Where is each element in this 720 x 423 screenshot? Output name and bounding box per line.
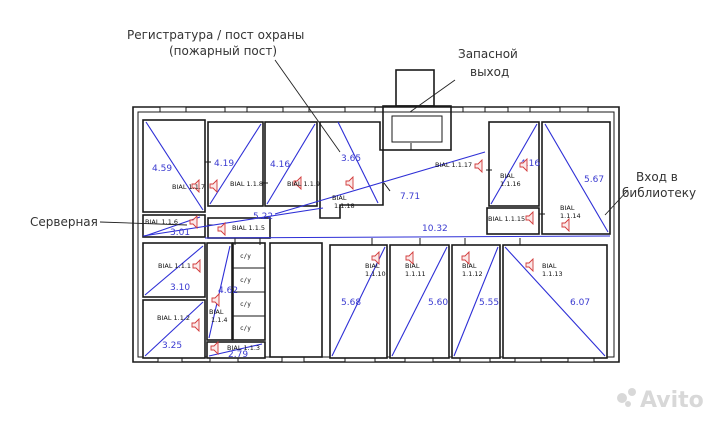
emergency-exit-callout: выход <box>470 65 509 79</box>
dist-label: 7.71 <box>400 192 420 202</box>
speaker-icon <box>461 250 470 266</box>
speaker-label: 1.1.18 <box>334 202 355 210</box>
speaker-icon <box>519 157 528 173</box>
speaker-label: BIAL <box>542 262 557 270</box>
speaker-label: BIAL <box>462 262 477 270</box>
speaker-icons <box>189 157 570 356</box>
speaker-label: BIAL <box>500 172 515 180</box>
dist-label: 4.59 <box>152 164 172 174</box>
speaker-icon <box>210 340 219 356</box>
speaker-label: 1.1.13 <box>542 270 563 278</box>
speaker-icon <box>293 175 302 191</box>
dist-label: 5.67 <box>584 175 604 185</box>
speaker-label: BIAL 1.1.6 <box>145 218 178 226</box>
wc-label: с/у <box>240 325 251 332</box>
speaker-icon <box>192 258 201 274</box>
speaker-label: BIAL 1.1.15 <box>488 215 525 223</box>
avito-watermark: Avito <box>617 388 704 413</box>
speaker-icon <box>209 178 218 194</box>
speaker-label: BIAL <box>209 308 224 316</box>
wc-label: с/у <box>240 253 251 260</box>
emergency-exit-callout: Запасной <box>458 47 518 61</box>
speaker-icon <box>191 178 200 194</box>
speaker-label: 1.1.16 <box>500 180 521 188</box>
speaker-label: BIAL 1.1.7 <box>172 183 205 191</box>
dist-label: 5.60 <box>428 298 448 308</box>
speaker-label: BIAL <box>365 262 380 270</box>
speaker-label: BIAL 1.1.2 <box>157 314 190 322</box>
callout-leaders <box>99 59 629 226</box>
speaker-label: 1.1.14 <box>560 212 581 220</box>
speaker-icon <box>525 210 534 226</box>
reception-room <box>319 121 384 219</box>
dist-label: 2.79 <box>228 350 248 360</box>
vestibule-outer <box>395 69 435 107</box>
vestibule-inner <box>391 115 443 143</box>
dist-label: 3.10 <box>170 283 190 293</box>
speaker-label: 1.1.4 <box>211 316 228 324</box>
wc-labels: с/у с/у с/у с/у <box>240 253 251 332</box>
library-entrance-callout: библиотеку <box>622 186 696 200</box>
dist-label: 3.25 <box>162 341 182 351</box>
distance-lines <box>142 121 611 357</box>
speaker-icon <box>217 221 226 237</box>
speaker-label: BIAL 1.1.3 <box>227 344 260 352</box>
dist-label: 4.16 <box>270 160 290 170</box>
dist-label: 3.65 <box>341 154 361 164</box>
speaker-label: 1.1.10 <box>365 270 386 278</box>
library-entrance-callout: Вход в <box>636 170 678 184</box>
speaker-label: BIAL <box>405 262 420 270</box>
speaker-icon <box>345 175 354 191</box>
reception-callout: Регистратура / пост охраны <box>127 28 304 42</box>
speaker-label: BIAL 1.1.8 <box>230 180 263 188</box>
dist-label: 5.68 <box>341 298 361 308</box>
speaker-icon <box>189 214 198 230</box>
building-outline <box>132 106 620 363</box>
distance-labels: 4.59 4.19 4.16 3.65 7.71 4.16 5.67 5.22 … <box>152 154 604 360</box>
speaker-icon <box>211 292 220 308</box>
dist-label: 3.01 <box>170 228 190 238</box>
speaker-label: BIAL 1.1.17 <box>435 161 472 169</box>
speaker-labels: BIAL 1.1.7 BIAL 1.1.8 BIAL 1.1.9 BIAL 1.… <box>145 161 581 352</box>
speaker-icon <box>561 217 570 233</box>
wc-label: с/у <box>240 277 251 284</box>
speaker-icon <box>405 250 414 266</box>
speaker-label: 1.1.12 <box>462 270 483 278</box>
dist-label: 5.55 <box>479 298 499 308</box>
speaker-label: 1.1.11 <box>405 270 426 278</box>
dist-label: 5.22 <box>253 212 273 222</box>
window-marks-top <box>159 106 589 113</box>
server-room-callout: Серверная <box>30 215 98 229</box>
speaker-icon <box>525 257 534 273</box>
staircase <box>269 242 323 358</box>
dist-label: 6.07 <box>570 298 590 308</box>
building-outline-inner <box>137 111 615 358</box>
speaker-label: BIAL 1.1.9 <box>287 180 320 188</box>
dist-label: 4.19 <box>214 159 234 169</box>
speaker-icon <box>474 158 483 174</box>
dist-label: 4.62 <box>218 286 238 296</box>
speaker-icon <box>371 250 380 266</box>
fire-post-callout: (пожарный пост) <box>169 44 277 58</box>
speaker-label: BIAL 1.1.1 <box>158 262 191 270</box>
watermark-text: Avito <box>640 388 704 413</box>
dist-label: 10.32 <box>422 224 448 234</box>
speaker-icon <box>191 317 200 333</box>
dist-label: 4.16 <box>520 159 540 169</box>
wc-label: с/у <box>240 301 251 308</box>
speaker-label: BIAL <box>332 194 347 202</box>
speaker-label: BIAL <box>560 204 575 212</box>
speaker-label: BIAL 1.1.5 <box>232 224 265 232</box>
emergency-exit-vestibule <box>382 105 452 151</box>
